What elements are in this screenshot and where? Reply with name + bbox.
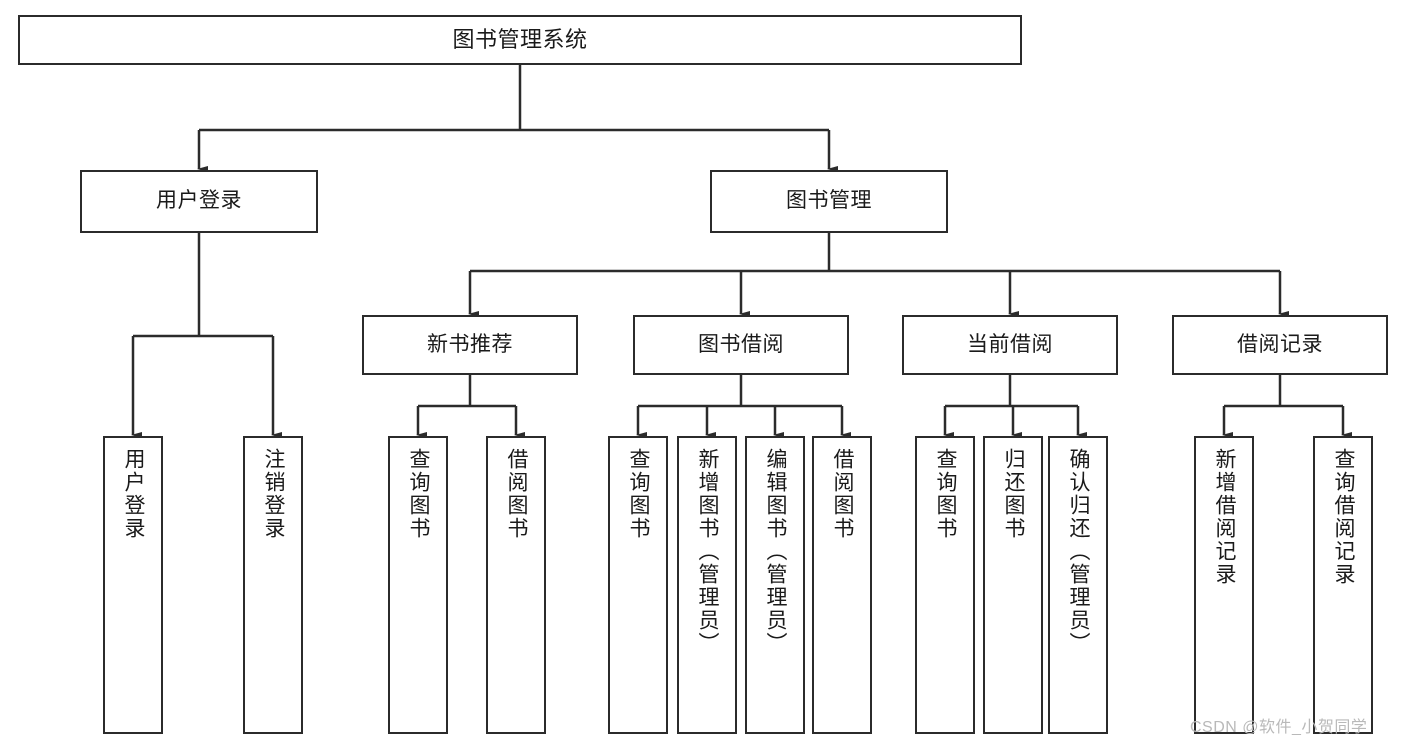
- node-leaf-query-borrow-record[interactable]: 查询借阅记录: [1313, 436, 1373, 734]
- node-label: 借阅图书: [831, 448, 855, 540]
- node-label: 借阅图书: [505, 448, 529, 540]
- node-leaf-return-book[interactable]: 归还图书: [983, 436, 1043, 734]
- node-current-borrow[interactable]: 当前借阅: [902, 315, 1118, 375]
- node-borrow-record[interactable]: 借阅记录: [1172, 315, 1388, 375]
- node-leaf-add-borrow-record[interactable]: 新增借阅记录: [1194, 436, 1254, 734]
- node-new-book-recommend[interactable]: 新书推荐: [362, 315, 578, 375]
- node-label: 新书推荐: [427, 332, 513, 356]
- node-label: 归还图书: [1002, 448, 1026, 540]
- node-label: 查询图书: [407, 448, 431, 540]
- node-book-borrow[interactable]: 图书借阅: [633, 315, 849, 375]
- node-leaf-borrow-book-1[interactable]: 借阅图书: [486, 436, 546, 734]
- node-label: 图书管理系统: [452, 27, 588, 53]
- node-label: 用户登录: [156, 189, 242, 213]
- node-label: 查询图书: [627, 448, 651, 540]
- node-label: 查询图书: [934, 448, 958, 540]
- node-label: 确认归还（管理员）: [1067, 448, 1091, 655]
- node-label: 新增图书（管理员）: [696, 448, 720, 655]
- node-leaf-query-book-3[interactable]: 查询图书: [915, 436, 975, 734]
- watermark: CSDN @软件_小贺同学: [1190, 719, 1368, 736]
- node-label: 图书管理: [786, 189, 872, 213]
- node-label: 当前借阅: [967, 332, 1053, 356]
- node-label: 编辑图书（管理员）: [764, 448, 788, 655]
- node-label: 注销登录: [262, 448, 286, 540]
- node-root[interactable]: 图书管理系统: [18, 15, 1022, 65]
- node-leaf-edit-book-admin[interactable]: 编辑图书（管理员）: [745, 436, 805, 734]
- node-leaf-user-logout[interactable]: 注销登录: [243, 436, 303, 734]
- node-leaf-borrow-book-2[interactable]: 借阅图书: [812, 436, 872, 734]
- node-leaf-user-login[interactable]: 用户登录: [103, 436, 163, 734]
- node-leaf-confirm-return-admin[interactable]: 确认归还（管理员）: [1048, 436, 1108, 734]
- node-label: 借阅记录: [1237, 332, 1323, 356]
- node-label: 查询借阅记录: [1332, 448, 1356, 586]
- node-leaf-add-book-admin[interactable]: 新增图书（管理员）: [677, 436, 737, 734]
- node-leaf-query-book-1[interactable]: 查询图书: [388, 436, 448, 734]
- node-book-manage[interactable]: 图书管理: [710, 170, 948, 233]
- node-label: 用户登录: [122, 448, 146, 540]
- node-label: 新增借阅记录: [1213, 448, 1237, 586]
- node-leaf-query-book-2[interactable]: 查询图书: [608, 436, 668, 734]
- node-label: 图书借阅: [698, 332, 784, 356]
- node-user-login[interactable]: 用户登录: [80, 170, 318, 233]
